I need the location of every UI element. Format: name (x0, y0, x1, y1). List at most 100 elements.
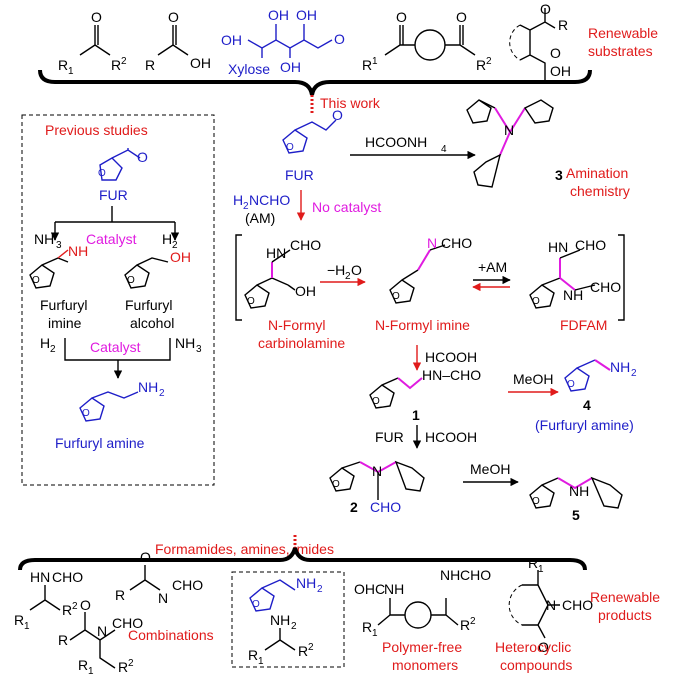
amination-label: Amination (566, 165, 628, 181)
svg-text:Furfuryl: Furfuryl (125, 297, 172, 313)
svg-text:O: O (567, 379, 575, 390)
this-work-label: This work (320, 95, 381, 111)
svg-text:N: N (97, 623, 107, 639)
svg-text:R: R (58, 57, 68, 73)
previous-studies-title: Previous studies (45, 122, 148, 138)
svg-text:NH: NH (175, 335, 195, 351)
svg-text:CHO: CHO (562, 597, 593, 613)
svg-text:2: 2 (486, 56, 492, 67)
svg-text:OH: OH (170, 249, 191, 265)
svg-text:O: O (550, 45, 561, 61)
svg-text:NH: NH (569, 483, 589, 499)
product-5-label: 5 (572, 507, 580, 523)
svg-text:NH: NH (440, 567, 460, 583)
svg-text:NH: NH (34, 231, 54, 247)
svg-text:NH: NH (138, 379, 158, 395)
svg-text:HCOOH: HCOOH (425, 429, 477, 445)
svg-text:R: R (115, 587, 125, 603)
svg-text:R: R (248, 647, 258, 663)
svg-text:O: O (396, 9, 407, 25)
fdfam-molecule: O HN CHO NH CHO (529, 237, 621, 309)
svg-text:2: 2 (470, 616, 476, 627)
product-5-molecule: O NH (529, 476, 623, 509)
svg-text:CHO: CHO (370, 499, 401, 515)
svg-text:O: O (334, 31, 345, 47)
svg-text:Furfuryl: Furfuryl (40, 297, 87, 313)
svg-text:Polymer-free: Polymer-free (382, 639, 462, 655)
svg-text:N-Formyl: N-Formyl (268, 317, 326, 333)
svg-text:1: 1 (372, 628, 378, 639)
svg-text:O: O (332, 107, 343, 123)
product-formamide: HN CHO R 1 R 2 (14, 569, 83, 632)
product-4-label: 4 (583, 397, 591, 413)
svg-text:NCHO: NCHO (249, 192, 290, 208)
svg-text:O: O (532, 496, 540, 507)
svg-text:R: R (362, 57, 372, 73)
substrate-ketoacid: O R O OH (509, 1, 571, 80)
svg-text:OH: OH (295, 283, 316, 299)
prev-catalyst-1: Catalyst (86, 231, 137, 247)
prev-furfuryl-amine-molecule: O NH 2 (79, 379, 165, 422)
svg-text:OH: OH (280, 59, 301, 75)
svg-text:2: 2 (172, 240, 178, 251)
svg-text:R: R (145, 57, 155, 73)
svg-text:CHO: CHO (590, 279, 621, 295)
prev-fur-molecule: O O (98, 148, 148, 181)
svg-text:HCOONH: HCOONH (365, 134, 427, 150)
svg-text:H: H (40, 335, 50, 351)
svg-text:O: O (32, 275, 40, 286)
svg-text:1: 1 (372, 56, 378, 67)
svg-text:OH: OH (221, 32, 242, 48)
svg-text:1: 1 (538, 564, 544, 575)
svg-text:CHO: CHO (575, 237, 606, 253)
svg-text:N: N (158, 590, 168, 606)
svg-text:Heterocyclic: Heterocyclic (495, 639, 571, 655)
svg-text:N: N (546, 597, 556, 613)
svg-text:CHO: CHO (112, 615, 143, 631)
svg-text:R: R (111, 57, 121, 73)
svg-text:R: R (558, 17, 568, 33)
prev-split-lines (54, 206, 176, 240)
svg-text:H: H (233, 192, 243, 208)
svg-text:O: O (372, 396, 380, 407)
svg-text:O: O (98, 168, 106, 179)
svg-text:2: 2 (631, 368, 637, 379)
svg-text:1: 1 (24, 621, 30, 632)
svg-text:H: H (162, 231, 172, 247)
xylose-label: Xylose (228, 61, 270, 77)
svg-text:N: N (372, 463, 382, 479)
svg-text:CHO: CHO (290, 237, 321, 253)
product-3-label: 3 (555, 167, 563, 183)
main-fur-label: FUR (285, 167, 314, 183)
previous-studies-box (21, 114, 215, 486)
combinations-label: Combinations (128, 627, 214, 643)
top-brace (38, 69, 592, 96)
svg-text:R: R (298, 643, 308, 659)
svg-text:2: 2 (128, 658, 134, 669)
prev-furfuryl-amine-label: Furfuryl amine (55, 435, 145, 451)
svg-text:alcohol: alcohol (130, 315, 174, 331)
svg-text:O: O (540, 1, 551, 17)
svg-text:MeOH: MeOH (470, 461, 510, 477)
product-monomer: OHC NH NH CHO R 1 R 2 (354, 567, 491, 639)
svg-text:O: O (140, 549, 151, 565)
svg-text:O: O (168, 9, 179, 25)
svg-text:chemistry: chemistry (570, 183, 630, 199)
svg-text:HN: HN (548, 239, 568, 255)
no-catalyst-label: No catalyst (312, 199, 381, 215)
svg-text:2: 2 (308, 642, 314, 653)
svg-text:MeOH: MeOH (513, 371, 553, 387)
furfuryl-imine-molecule: O NH (29, 243, 88, 289)
svg-text:O: O (82, 408, 90, 419)
svg-text:FUR: FUR (375, 429, 404, 445)
svg-text:2: 2 (50, 344, 56, 355)
svg-text:2: 2 (243, 201, 249, 212)
svg-text:NH: NH (610, 359, 630, 375)
product-4-name: (Furfuryl amine) (535, 417, 634, 433)
product-3-molecule: N (466, 99, 554, 188)
svg-text:imine: imine (48, 315, 82, 331)
svg-text:OH: OH (296, 7, 317, 23)
svg-text:R: R (118, 659, 128, 675)
svg-text:4: 4 (441, 144, 447, 155)
product-amine: NH 2 R 1 R 2 (248, 612, 314, 667)
